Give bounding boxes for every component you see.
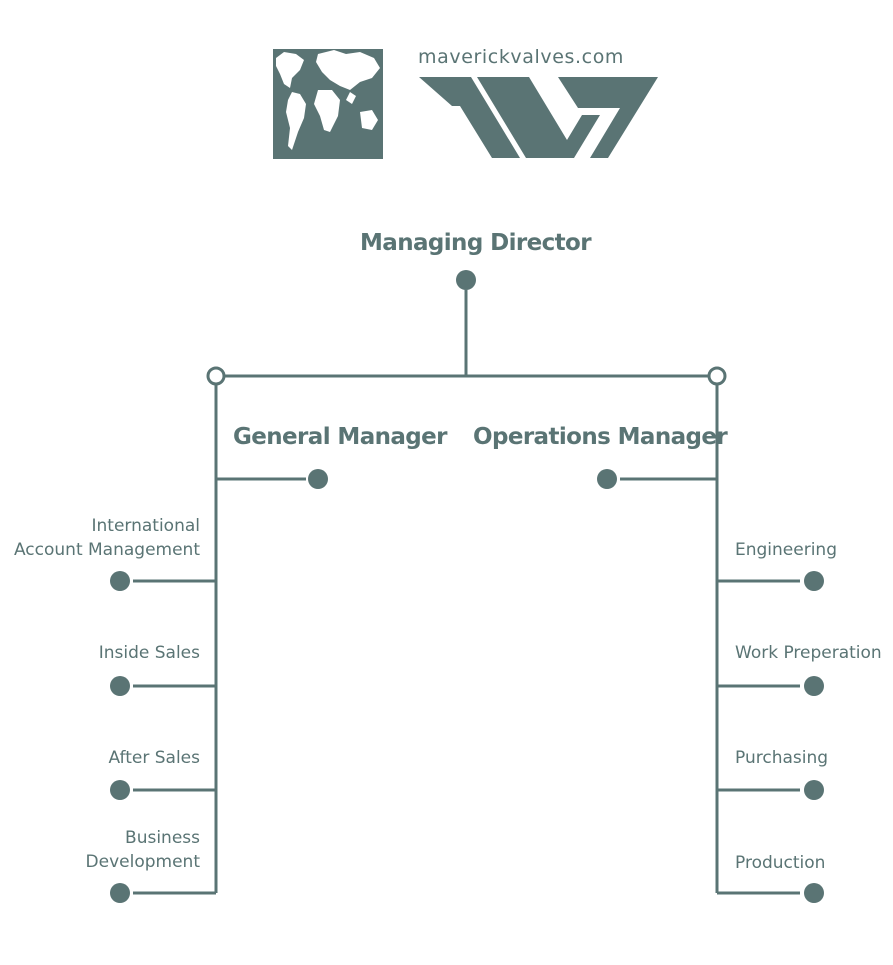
left-dept-node-0 <box>110 571 130 591</box>
dept-engineering: Engineering <box>735 540 837 560</box>
operations-manager-title: Operations Manager <box>473 424 728 450</box>
website-name: maverickvalves.com <box>418 46 625 68</box>
operations-manager-node <box>597 469 617 489</box>
right-dept-node-0 <box>804 571 824 591</box>
general-manager-title: General Manager <box>233 424 448 450</box>
connector-nodes <box>110 270 824 903</box>
right-dept-node-1 <box>804 676 824 696</box>
right-dept-node-3 <box>804 883 824 903</box>
mv-monogram-icon <box>419 77 658 158</box>
dept-inside-sales: Inside Sales <box>98 643 200 663</box>
left-dept-node-1 <box>110 676 130 696</box>
dept-after-sales: After Sales <box>108 748 200 768</box>
left-dept-node-3 <box>110 883 130 903</box>
managing-director-title: Managing Director <box>360 230 592 256</box>
managing-director-node <box>456 270 476 290</box>
right-junction-node <box>707 366 727 386</box>
dept-international-account-management: International Account Management <box>13 516 200 560</box>
dept-work-preperation: Work Preperation <box>735 643 882 663</box>
dept-business-development: Business Development <box>85 828 200 872</box>
connector-lines <box>133 290 800 895</box>
dept-production: Production <box>735 853 826 873</box>
general-manager-node <box>308 469 328 489</box>
left-junction-node <box>206 366 226 386</box>
world-map-icon <box>273 49 383 159</box>
left-dept-node-2 <box>110 780 130 800</box>
right-dept-node-2 <box>804 780 824 800</box>
dept-purchasing: Purchasing <box>735 748 829 768</box>
